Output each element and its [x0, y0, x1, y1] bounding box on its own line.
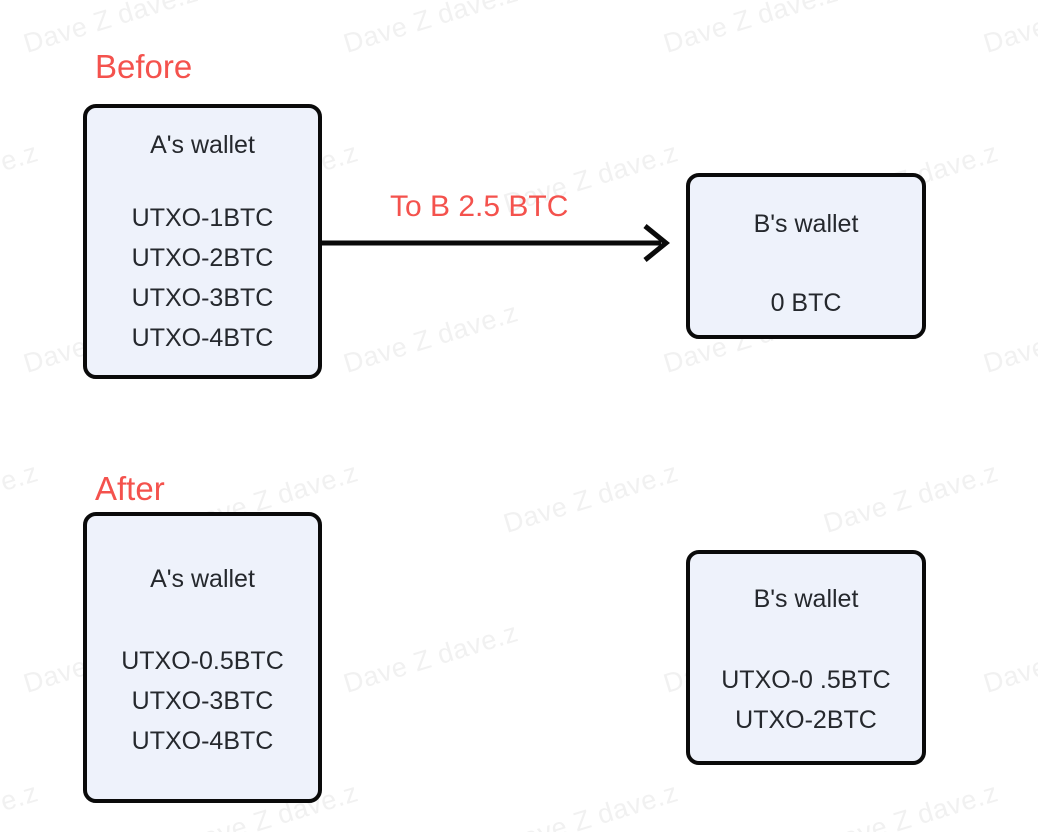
- utxo-item: UTXO-3BTC: [131, 284, 274, 312]
- wallet-title: B's wallet: [753, 585, 859, 613]
- utxo-list: UTXO-0.5BTC UTXO-3BTC UTXO-4BTC: [121, 641, 284, 761]
- wallet-title: A's wallet: [150, 131, 255, 159]
- utxo-item: UTXO-0 .5BTC: [721, 666, 891, 694]
- wallet-box-after-b: B's wallet UTXO-0 .5BTC UTXO-2BTC: [686, 550, 926, 765]
- utxo-list: UTXO-1BTC UTXO-2BTC UTXO-3BTC UTXO-4BTC: [132, 198, 274, 358]
- wallet-title: A's wallet: [150, 565, 255, 593]
- wallet-box-after-a: A's wallet UTXO-0.5BTC UTXO-3BTC UTXO-4B…: [83, 512, 322, 803]
- utxo-item: UTXO-2BTC: [131, 244, 274, 272]
- utxo-item: UTXO-3BTC: [131, 687, 274, 715]
- section-heading-before: Before: [95, 48, 193, 85]
- utxo-item: UTXO-2BTC: [735, 706, 877, 734]
- wallet-title: B's wallet: [753, 210, 859, 238]
- section-heading-after: After: [95, 470, 165, 507]
- utxo-item: UTXO-4BTC: [131, 727, 274, 755]
- wallet-box-before-b: B's wallet 0 BTC: [686, 173, 926, 339]
- utxo-item: UTXO-4BTC: [131, 324, 274, 352]
- arrow-right-icon: [322, 224, 670, 262]
- transfer-arrow-label: To B 2.5 BTC: [390, 190, 569, 223]
- wallet-balance: 0 BTC: [770, 289, 842, 317]
- utxo-list: UTXO-0 .5BTC UTXO-2BTC: [721, 660, 890, 740]
- utxo-item: UTXO-1BTC: [131, 204, 274, 232]
- utxo-item: UTXO-0.5BTC: [121, 647, 284, 675]
- wallet-box-before-a: A's wallet UTXO-1BTC UTXO-2BTC UTXO-3BTC…: [83, 104, 322, 379]
